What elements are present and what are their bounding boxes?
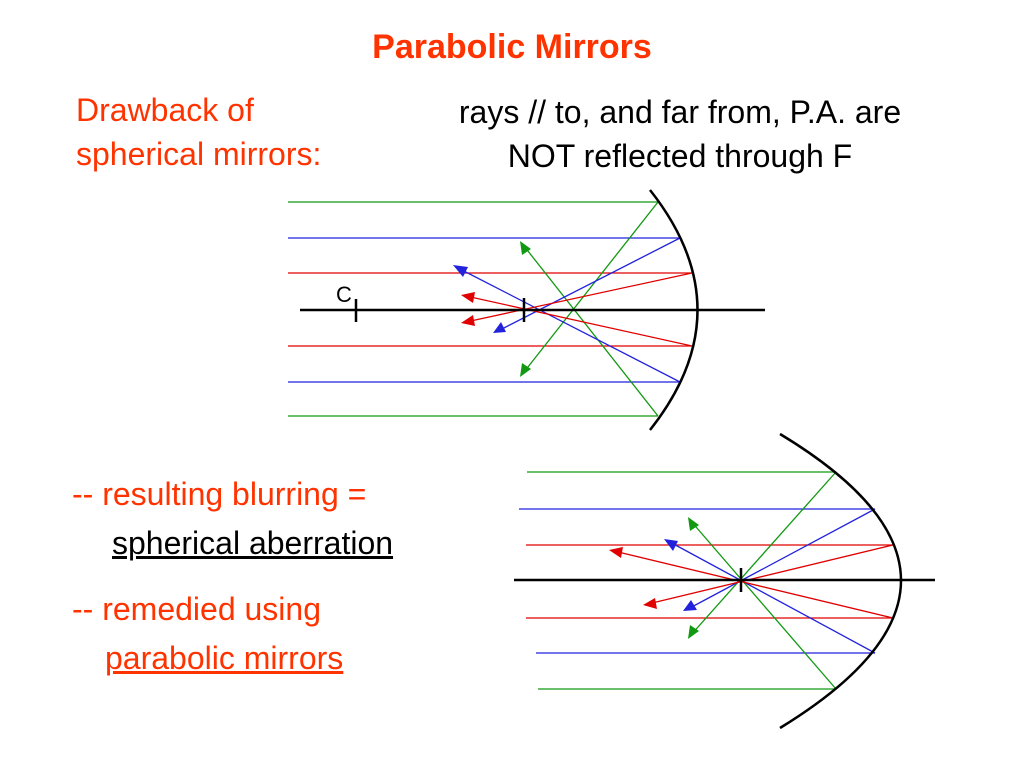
page-title: Parabolic Mirrors — [372, 28, 652, 66]
reflected-ray-blue-2 — [457, 267, 681, 383]
arrowhead-green-up — [520, 241, 531, 255]
rays-note: rays // to, and far from, P.A. are NOT r… — [380, 90, 980, 178]
spherical-mirror — [649, 189, 699, 431]
spherical-aberration-term: spherical aberration — [112, 525, 394, 561]
arrowhead-blue-up — [453, 265, 468, 277]
parabolic-reflected-blue-1 — [687, 508, 876, 610]
parabolic-arrowhead-red-up — [609, 547, 623, 558]
reflected-ray-red-2 — [465, 295, 693, 347]
parabolic-reflected-red-2 — [613, 550, 894, 619]
parabolic-arrowhead-green-down — [688, 625, 699, 639]
reflected-ray-red-1 — [465, 272, 693, 323]
parabolic-reflected-green-2 — [689, 519, 837, 690]
arrowhead-red-down — [461, 315, 475, 326]
drawback-line-2: spherical mirrors: — [76, 136, 322, 172]
center-label: C — [336, 282, 352, 307]
arrowhead-blue-down — [493, 322, 506, 333]
drawback-line-1: Drawback of — [76, 92, 254, 128]
parabolic-reflected-red-1 — [647, 544, 894, 605]
arrowhead-red-up — [461, 292, 475, 303]
drawback-heading: Drawback of spherical mirrors: — [76, 88, 321, 176]
blurring-text: -- resulting blurring = — [72, 476, 367, 512]
reflected-ray-blue-1 — [497, 237, 681, 332]
remedy-text: -- remedied using — [72, 591, 321, 627]
reflected-ray-green-1 — [523, 201, 659, 373]
reflected-ray-green-2 — [523, 245, 659, 417]
parabolic-mirror-diagram — [514, 432, 935, 730]
parabolic-reflected-green-1 — [689, 471, 837, 637]
parabolic-mirror — [779, 432, 903, 730]
parabolic-mirrors-term: parabolic mirrors — [105, 640, 344, 676]
parabolic-arrowhead-blue-down — [683, 600, 697, 611]
parabolic-arrowhead-blue-up — [664, 539, 678, 551]
spherical-mirror-diagram: C — [288, 189, 765, 431]
parabolic-reflected-blue-2 — [667, 540, 876, 654]
rays-note-line-2: NOT reflected through F — [507, 138, 853, 174]
rays-note-line-1: rays // to, and far from, P.A. are — [458, 94, 902, 130]
parabolic-arrowhead-red-down — [643, 598, 657, 609]
arrowhead-green-down — [520, 363, 531, 377]
parabolic-arrowhead-green-up — [688, 517, 699, 531]
